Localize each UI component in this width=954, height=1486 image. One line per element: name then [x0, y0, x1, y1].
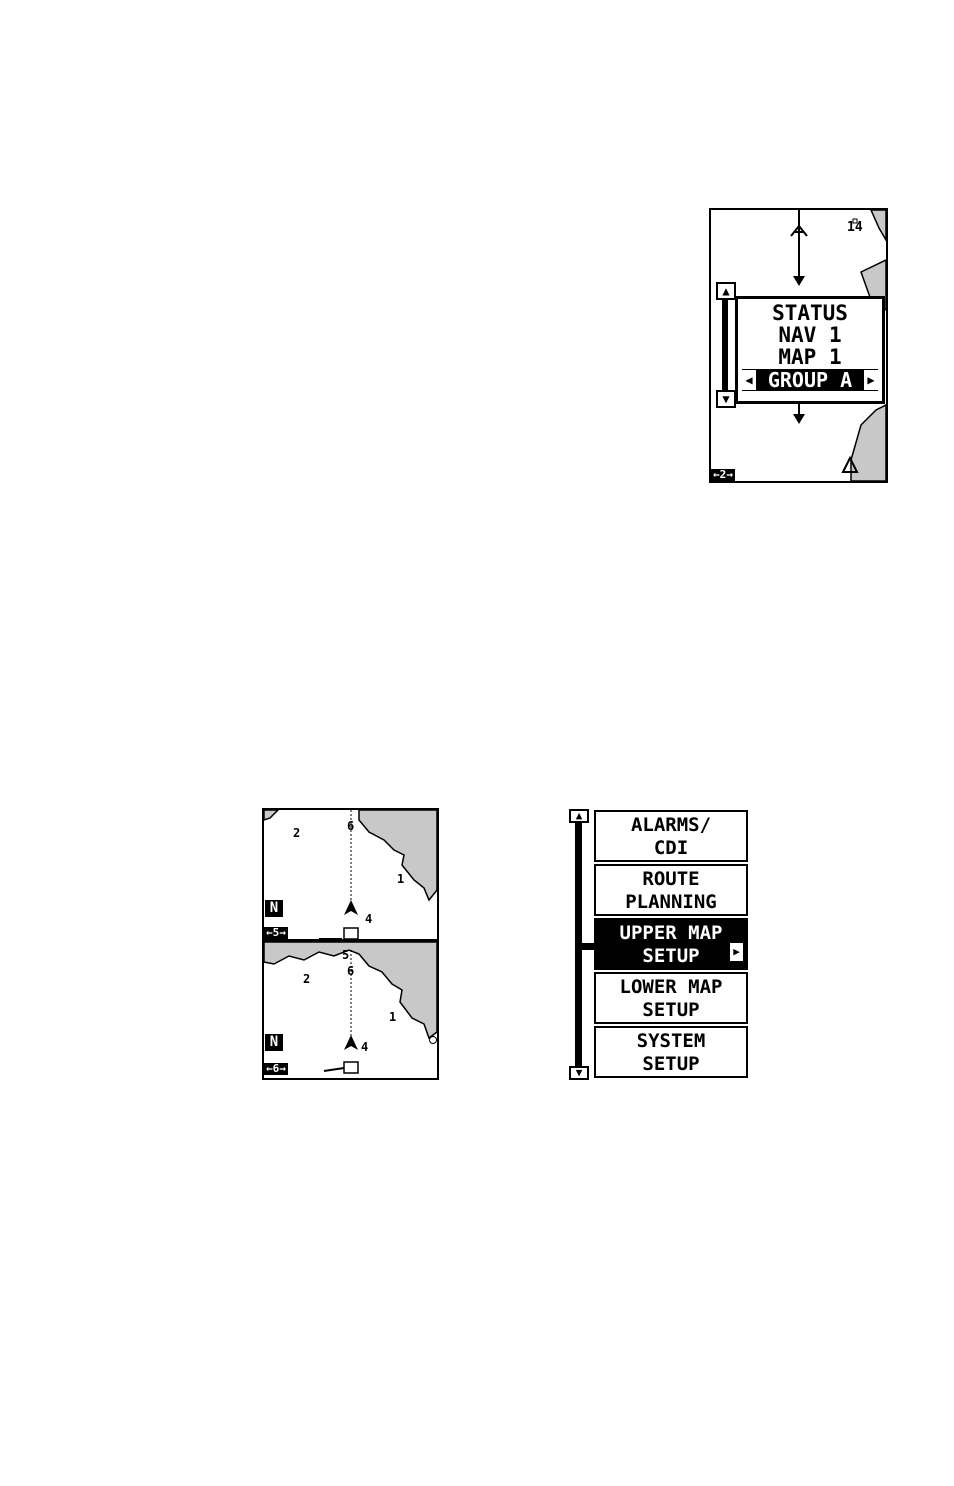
status-group-screen: 14 ▲ ▼ STATUS NAV 1 MAP 1 ◀ GROUP A ▶ ←2…	[709, 208, 888, 483]
waypoint-label: 14	[847, 220, 863, 235]
north-indicator-icon: N	[265, 900, 283, 917]
left-arrow-icon[interactable]: ◀	[742, 370, 756, 390]
menu-item-line: SETUP	[596, 945, 746, 968]
zoom-level-badge: ←6→	[264, 1063, 288, 1075]
menu-item-alarms-cdi[interactable]: ALARMS/ CDI	[594, 810, 748, 862]
popup-item-map[interactable]: MAP 1	[738, 346, 882, 368]
menu-item-line: UPPER MAP	[596, 922, 746, 945]
menu-item-lower-map-setup[interactable]: LOWER MAP SETUP	[594, 972, 748, 1024]
scroll-down-button[interactable]: ▼	[716, 390, 736, 408]
waypoint-label: 1	[397, 872, 404, 886]
popup-item-status[interactable]: STATUS	[738, 302, 882, 324]
menu-item-upper-map-setup[interactable]: UPPER MAP SETUP ▶	[594, 918, 748, 970]
popup-scroll-rail[interactable]	[722, 298, 728, 398]
scroll-up-button[interactable]: ▲	[569, 809, 589, 823]
menu-item-line: SYSTEM	[596, 1030, 746, 1053]
popup-item-nav[interactable]: NAV 1	[738, 324, 882, 346]
zoom-level-badge: ←5→	[264, 927, 288, 939]
menu-item-route-planning[interactable]: ROUTE PLANNING	[594, 864, 748, 916]
dual-map-screen: 2 6 1 4 N ←5→ 2 5 6 1 4 N ←6→	[262, 808, 439, 1080]
waypoint-label: 4	[365, 912, 372, 926]
menu-item-line: PLANNING	[596, 891, 746, 914]
status-popup: STATUS NAV 1 MAP 1 ◀ GROUP A ▶	[735, 296, 885, 404]
waypoint-label: 1	[389, 1010, 396, 1024]
waypoint-label: 5	[342, 948, 349, 962]
menu-selection-connector	[575, 943, 595, 950]
group-label: GROUP A	[756, 368, 864, 392]
menu-item-line: LOWER MAP	[596, 976, 746, 999]
right-arrow-icon[interactable]: ▶	[864, 370, 878, 390]
upper-map[interactable]: 2 6 1 4 N ←5→	[264, 810, 437, 942]
lower-map[interactable]: 2 5 6 1 4 N ←6→	[264, 942, 437, 1078]
main-menu: ▲ ▼ ALARMS/ CDI ROUTE PLANNING UPPER MAP…	[568, 808, 750, 1082]
menu-item-system-setup[interactable]: SYSTEM SETUP	[594, 1026, 748, 1078]
waypoint-label: 2	[293, 826, 300, 840]
menu-item-line: ALARMS/	[596, 814, 746, 837]
submenu-arrow-icon[interactable]: ▶	[729, 942, 744, 962]
scroll-up-button[interactable]: ▲	[716, 282, 736, 300]
menu-item-line: SETUP	[596, 1053, 746, 1076]
scroll-down-button[interactable]: ▼	[569, 1066, 589, 1080]
waypoint-label: 6	[347, 819, 354, 833]
menu-item-line: ROUTE	[596, 868, 746, 891]
lower-map-drawing	[264, 942, 437, 1078]
waypoint-label: 2	[303, 972, 310, 986]
north-indicator-icon: N	[265, 1034, 283, 1051]
waypoint-label: 4	[361, 1040, 368, 1054]
popup-item-group-selected[interactable]: ◀ GROUP A ▶	[742, 369, 878, 391]
menu-item-line: CDI	[596, 837, 746, 860]
waypoint-label: 6	[347, 964, 354, 978]
menu-item-line: SETUP	[596, 999, 746, 1022]
zoom-level-badge: ←2→	[711, 469, 735, 481]
